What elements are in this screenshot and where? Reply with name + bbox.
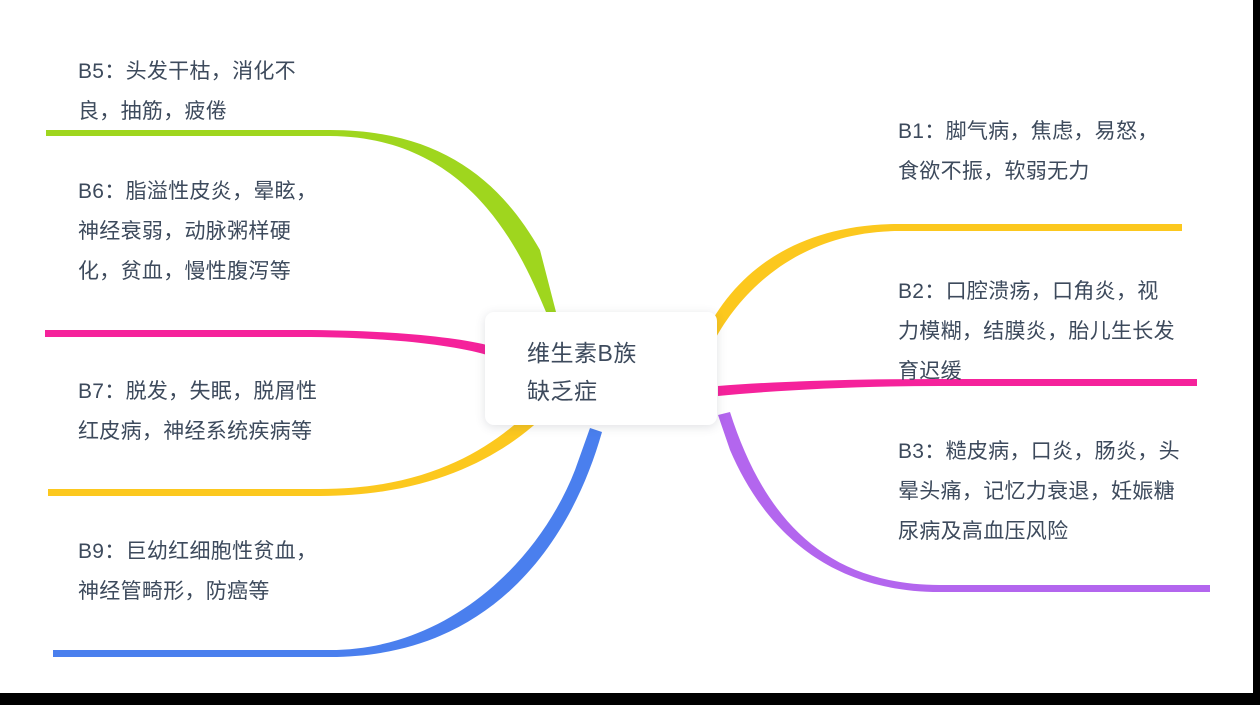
right-edge-bar [1253, 0, 1260, 705]
topic-b1[interactable]: B1：脚气病，焦虑，易怒，食欲不振，软弱无力 [898, 120, 1159, 183]
bottom-edge-bar [0, 693, 1260, 705]
topic-b3[interactable]: B3：糙皮病，口炎，肠炎，头晕头痛，记忆力衰退，妊娠糖尿病及高血压风险 [898, 440, 1180, 543]
branch-path-b2 [718, 379, 1197, 396]
branch-path-b6 [45, 330, 487, 355]
topic-b7[interactable]: B7：脱发，失眠，脱屑性红皮病，神经系统疾病等 [78, 380, 318, 443]
topic-b2[interactable]: B2：口腔溃疡，口角炎，视力模糊，结膜炎，胎儿生长发育迟缓 [898, 280, 1175, 383]
topic-b9[interactable]: B9：巨幼红细胞性贫血，神经管畸形，防癌等 [78, 540, 318, 603]
central-node[interactable]: 维生素B族 缺乏症 [485, 312, 717, 425]
topic-b5[interactable]: B5：头发干枯，消化不良，抽筋，疲倦 [78, 60, 296, 123]
central-node-label: 维生素B族 缺乏症 [527, 340, 637, 404]
topic-b6[interactable]: B6：脂溢性皮炎，晕眩，神经衰弱，动脉粥样硬化，贫血，慢性腹泻等 [78, 180, 318, 283]
